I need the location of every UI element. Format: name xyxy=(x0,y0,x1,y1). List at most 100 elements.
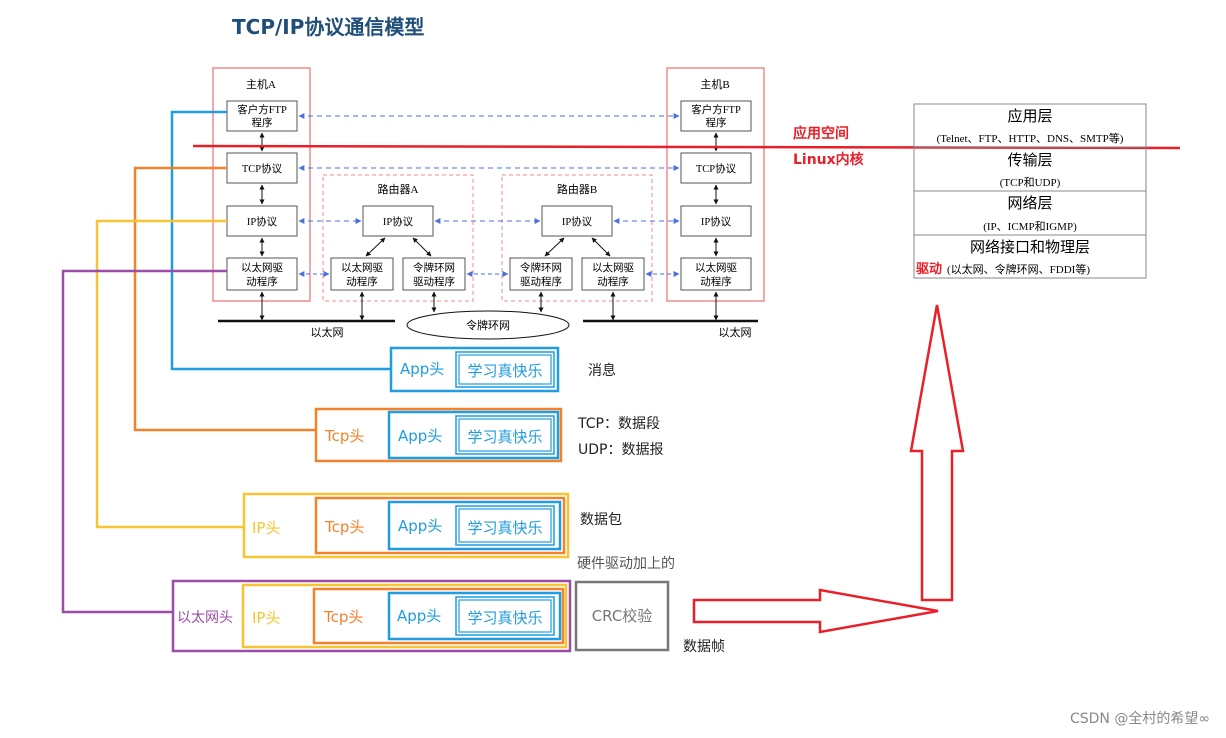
host-a-label: 主机A xyxy=(246,77,276,91)
host-b-ftp-line2: 程序 xyxy=(706,116,727,129)
router-a-eth-line1: 以太网驱 xyxy=(341,261,383,274)
pkt1-label: 消息 xyxy=(588,362,616,379)
router-a-token-line1: 令牌环网 xyxy=(413,261,455,274)
layer-link-detail: (以太网、令牌环网、FDDI等) xyxy=(947,262,1090,276)
router-b-token-line1: 令牌环网 xyxy=(520,261,562,274)
pkt4-ip-frame xyxy=(241,583,568,649)
router-b-eth-box xyxy=(581,257,645,291)
host-b-ip-box xyxy=(680,205,752,237)
pkt2-app-frame xyxy=(387,410,560,460)
router-a-token-box xyxy=(402,257,466,291)
host-b-tcp: TCP协议 xyxy=(696,162,737,175)
router-a-label: 路由器A xyxy=(378,182,419,196)
pkt3-ip-header: IP头 xyxy=(252,519,280,537)
host-a-tcp: TCP协议 xyxy=(242,162,283,175)
host-b-tcp-box xyxy=(680,152,752,184)
router-a-token-line2: 驱动程序 xyxy=(413,275,455,288)
pkt4-tcp-header: Tcp头 xyxy=(323,608,363,626)
router-b-label: 路由器B xyxy=(557,182,597,196)
host-a-eth-line1: 以太网驱 xyxy=(241,261,283,274)
ip-connector-line xyxy=(95,219,244,529)
router-b-eth-line1: 以太网驱 xyxy=(592,261,634,274)
layer-app-detail: (Telnet、FTP、HTTP、DNS、SMTP等) xyxy=(937,131,1124,145)
layer-link-driver-prefix: 驱动 xyxy=(916,262,942,277)
pkt1-payload-inner xyxy=(458,354,552,385)
pkt3-tcp-frame xyxy=(314,496,566,555)
host-a-ip: IP协议 xyxy=(247,215,278,228)
pkt4-eth-header: 以太网头 xyxy=(177,610,233,626)
pkt2-payload-inner xyxy=(458,418,552,452)
pkt1-app-header: App头 xyxy=(400,360,444,378)
pkt2-tcp-frame xyxy=(314,407,563,463)
pkt4-app-header: App头 xyxy=(397,607,441,625)
pkt3-payload-frame xyxy=(455,505,555,546)
router-a-ip: IP协议 xyxy=(383,215,414,228)
frame-label: 数据帧 xyxy=(683,639,725,655)
layer-network-name: 网络层 xyxy=(1007,195,1052,212)
crc-box xyxy=(574,580,670,652)
frame-right-arrow xyxy=(692,588,939,634)
router-a-link-right xyxy=(412,237,432,257)
host-a-ftp-line2: 程序 xyxy=(252,116,273,129)
host-b-ftp-box xyxy=(680,100,752,132)
pkt2-tcp-label: TCP：数据段 xyxy=(577,416,660,432)
kernel-boundary-line xyxy=(192,144,1181,150)
host-a-eth-line2: 动程序 xyxy=(246,275,278,288)
router-b-ip: IP协议 xyxy=(562,215,593,228)
diagram-title: TCP/IP协议通信模型 xyxy=(232,15,424,39)
router-b-ip-box xyxy=(541,205,613,237)
pkt2-payload-frame xyxy=(455,415,555,455)
pkt1-app-frame xyxy=(389,346,560,393)
router-a-link-left xyxy=(365,237,386,257)
layer-app-name: 应用层 xyxy=(1007,107,1052,125)
kernel-label: Linux内核 xyxy=(793,151,864,168)
pkt3-ip-frame xyxy=(242,492,570,559)
pkt1-payload-frame xyxy=(455,351,555,388)
pkt4-payload-frame xyxy=(455,596,555,636)
router-b-link-right xyxy=(591,237,611,257)
pkt2-payload: 学习真快乐 xyxy=(467,428,542,446)
pkt3-app-header: App头 xyxy=(398,517,442,535)
pkt3-tcp-header: Tcp头 xyxy=(324,518,364,536)
pkt2-udp-label: UDP：数据报 xyxy=(578,442,663,458)
host-b-label: 主机B xyxy=(700,77,729,91)
host-a-ftp-box xyxy=(226,100,298,132)
router-b-eth-line2: 动程序 xyxy=(597,275,629,288)
layer-network-detail: (IP、ICMP和IGMP) xyxy=(983,220,1077,233)
encapsulation-up-arrow xyxy=(909,304,965,602)
host-b-eth-line2: 动程序 xyxy=(700,275,732,288)
crc-label: CRC校验 xyxy=(592,607,653,625)
watermark: CSDN @全村的希望∞ xyxy=(1070,710,1210,727)
app-connector-line xyxy=(170,110,391,371)
pkt4-eth-frame xyxy=(171,579,572,653)
pkt3-app-frame xyxy=(387,500,562,551)
host-b-eth-line1: 以太网驱 xyxy=(695,261,737,274)
tcp-connector-line xyxy=(133,166,316,432)
pkt2-tcp-header: Tcp头 xyxy=(324,427,364,445)
layer-transport-detail: (TCP和UDP) xyxy=(1000,176,1061,189)
pkt4-ip-header: IP头 xyxy=(252,609,280,627)
host-b-ip: IP协议 xyxy=(701,215,732,228)
pkt4-tcp-frame xyxy=(312,587,565,645)
router-b-token-box xyxy=(509,257,573,291)
host-a-ip-box xyxy=(226,205,298,237)
router-a-ip-box xyxy=(362,205,434,237)
eth-connector-line xyxy=(61,269,227,614)
pkt3-payload-inner xyxy=(458,508,552,543)
token-ring-ellipse xyxy=(406,310,570,340)
pkt2-app-header: App头 xyxy=(398,427,442,445)
router-b-token-line2: 驱动程序 xyxy=(520,275,562,288)
router-a-eth-line2: 动程序 xyxy=(346,275,378,288)
pkt4-app-frame xyxy=(387,591,562,641)
pkt3-label: 数据包 xyxy=(580,512,622,528)
router-b-link-left xyxy=(544,237,565,257)
ethernet-right-label: 以太网 xyxy=(719,326,752,339)
hw-note: 硬件驱动加上的 xyxy=(577,556,675,572)
router-a-frame xyxy=(322,174,474,302)
layer-transport-name: 传输层 xyxy=(1007,152,1052,169)
pkt4-payload: 学习真快乐 xyxy=(467,609,542,627)
router-a-eth-box xyxy=(330,257,394,291)
host-a-eth-box xyxy=(226,257,298,291)
router-b-frame xyxy=(501,174,653,302)
